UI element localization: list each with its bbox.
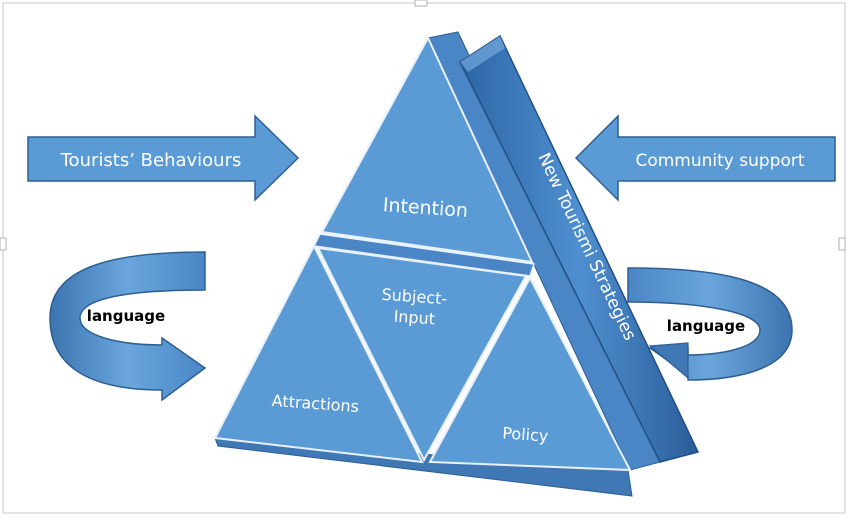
- segment-center-label-line2: Input: [393, 307, 436, 329]
- right-arrow: [574, 114, 836, 202]
- right-curved-arrow: [627, 267, 793, 381]
- segment-bottom-right-label: Policy: [502, 423, 549, 445]
- left-curved-arrow: [49, 251, 207, 402]
- frame-handle-right: [838, 237, 846, 251]
- segment-bottom-left: [213, 243, 424, 464]
- segment-bottom-right: [428, 275, 632, 472]
- left-arrow-label: Tourists’ Behaviours: [60, 150, 242, 171]
- segment-center-label-line1: Subject-: [381, 285, 448, 309]
- right-curve-label: language: [667, 317, 745, 335]
- strategies-band: [459, 34, 700, 463]
- left-arrow: [27, 114, 300, 202]
- segment-top: [320, 35, 534, 264]
- left-curve-label: language: [87, 307, 165, 325]
- right-arrow-label: Community support: [635, 151, 804, 171]
- segment-center: [316, 246, 528, 463]
- frame-handle-top: [414, 0, 428, 7]
- frame-handle-left: [0, 237, 7, 251]
- strategies-band-top-highlight: [460, 36, 505, 72]
